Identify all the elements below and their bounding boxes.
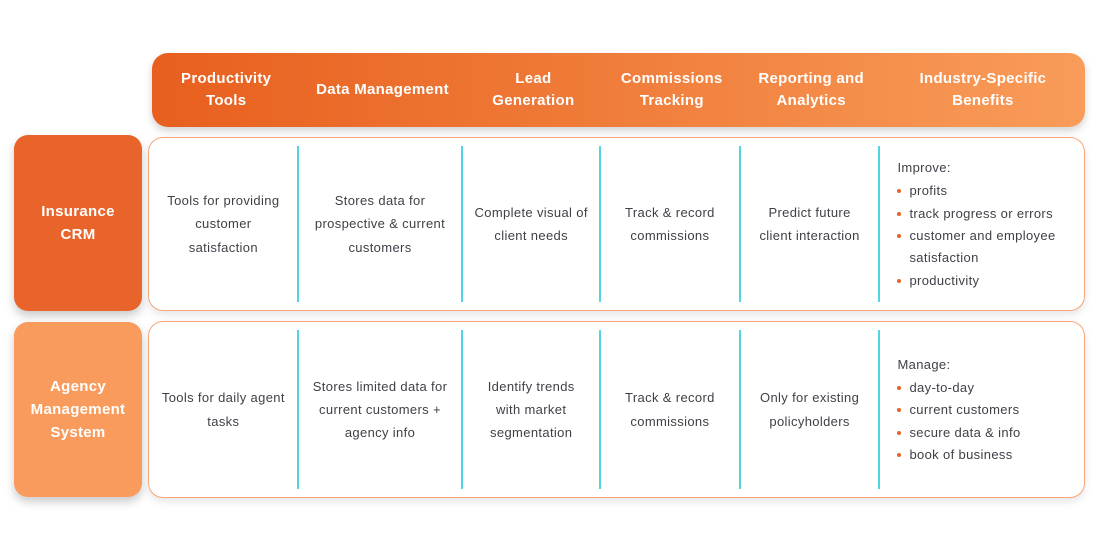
column-header-reporting-analytics: Reporting and Analytics (758, 69, 864, 110)
column-divider (296, 330, 299, 489)
column-divider (878, 330, 881, 489)
column-divider (599, 330, 602, 489)
cell-text: Track & record commissions (625, 390, 715, 429)
bullet-dot (897, 189, 902, 194)
cell-ams-lead-generation: Identify trends with market segmentation (462, 322, 602, 497)
cell-text: Stores data for prospective & current cu… (314, 193, 446, 255)
benefit-item: secure data & info (897, 422, 1020, 444)
benefits-heading: Manage: (897, 356, 951, 372)
row-label-agency-management-system: Agency Management System (14, 322, 142, 497)
cell-crm-data-management: Stores data for prospective & current cu… (298, 138, 464, 310)
benefit-text: day-to-day (909, 379, 975, 395)
cell-ams-commissions-tracking: Track & record commissions (600, 322, 741, 497)
column-divider (461, 330, 464, 489)
column-header-lead-generation: Lead Generation (492, 69, 575, 110)
column-header-commissions-tracking: Commissions Tracking (620, 69, 723, 110)
cell-text: Tools for providing customer satisfactio… (167, 193, 280, 255)
column-divider (878, 146, 881, 302)
benefit-text: track progress or errors (909, 205, 1053, 221)
cell-ams-reporting-analytics: Only for existing policyholders (740, 322, 881, 497)
benefit-item: current customers (897, 399, 1020, 421)
benefit-item: track progress or errors (897, 203, 1074, 225)
benefit-text: book of business (909, 446, 1013, 462)
cell-crm-reporting-analytics: Predict future client interaction (740, 138, 881, 310)
column-divider (296, 146, 299, 302)
column-divider (738, 330, 741, 489)
cell-ams-productivity-tools: Tools for daily agent tasks (149, 322, 299, 497)
cell-crm-productivity-tools: Tools for providing customer satisfactio… (149, 138, 299, 310)
benefit-text: productivity (909, 272, 980, 288)
bullet-dot (897, 452, 902, 457)
bullet-dot (897, 385, 902, 390)
cell-ams-industry-benefits: Manage: day-to-day current customers sec… (879, 322, 1084, 497)
benefits-list: day-to-day current customers secure data… (897, 377, 1020, 466)
benefit-item: customer and employee satisfaction (897, 225, 1074, 270)
row-label-insurance-crm: Insurance CRM (14, 135, 142, 311)
row-insurance-crm: Tools for providing customer satisfactio… (148, 137, 1085, 311)
column-header-bar: Productivity Tools Data Management Lead … (152, 53, 1085, 127)
cell-crm-lead-generation: Complete visual of client needs (462, 138, 602, 310)
bullet-dot (897, 430, 902, 435)
column-divider (738, 146, 741, 302)
cell-text: Complete visual of client needs (474, 204, 588, 243)
column-divider (599, 146, 602, 302)
benefit-text: current customers (909, 402, 1020, 418)
cell-text: Track & record commissions (625, 204, 715, 243)
cell-crm-industry-benefits: Improve: profits track progress or error… (879, 138, 1084, 310)
bullet-dot (897, 278, 902, 283)
cell-text: Stores limited data for current customer… (312, 378, 448, 441)
cell-text: Identify trends with market segmentation (487, 378, 575, 441)
column-header-data-management: Data Management (316, 80, 449, 98)
bullet-dot (897, 408, 902, 413)
benefit-item: book of business (897, 444, 1020, 466)
benefit-text: profits (909, 183, 948, 199)
cell-text: Tools for daily agent tasks (161, 390, 285, 429)
benefits-heading: Improve: (897, 160, 951, 176)
cell-ams-data-management: Stores limited data for current customer… (298, 322, 464, 497)
cell-crm-commissions-tracking: Track & record commissions (600, 138, 741, 310)
benefits-list: profits track progress or errors custome… (897, 180, 1074, 292)
row-agency-management-system: Tools for daily agent tasks Stores limit… (148, 321, 1085, 498)
benefit-item: profits (897, 180, 1074, 202)
cell-text: Only for existing policyholders (760, 390, 860, 429)
bullet-dot (897, 211, 902, 216)
bullet-dot (897, 233, 902, 238)
benefit-item: day-to-day (897, 377, 1020, 399)
column-divider (461, 146, 464, 302)
cell-text: Predict future client interaction (759, 204, 860, 243)
column-header-industry-benefits: Industry-Specific Benefits (919, 69, 1047, 110)
benefit-item: productivity (897, 270, 1074, 292)
column-header-productivity-tools: Productivity Tools (181, 69, 272, 110)
benefit-text: customer and employee satisfaction (909, 227, 1056, 266)
benefit-text: secure data & info (909, 424, 1021, 440)
